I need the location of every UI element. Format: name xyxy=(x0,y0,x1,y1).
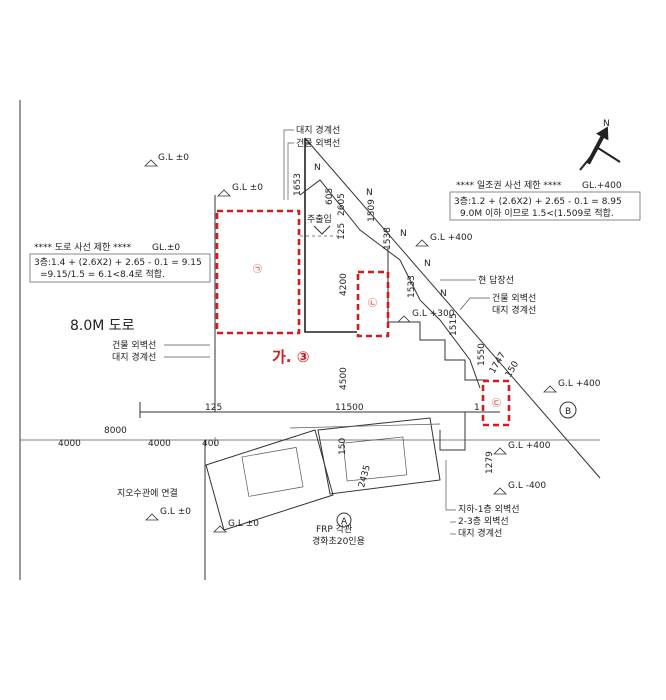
dim-150b: 150 xyxy=(338,438,348,455)
zone-b-box xyxy=(356,270,390,338)
point-b-circle xyxy=(559,401,577,419)
gl-right-400-mid: G.L +400 xyxy=(558,379,601,389)
n-marker-5: N xyxy=(440,289,447,299)
dim-4000b: 4000 xyxy=(148,439,171,449)
zone-a-box xyxy=(215,209,301,335)
point-a-label: A xyxy=(341,517,348,527)
dim-1653: 1653 xyxy=(293,173,303,196)
sunlight-line1: 3층:1.2 + (2.6X2) + 2.65 - 0.1 = 8.95 xyxy=(454,196,622,207)
gl-right-400-low: G.L +400 xyxy=(508,441,551,451)
road-restriction-title: **** 도로 사선 제한 **** xyxy=(34,242,132,253)
dim-1538: 1538 xyxy=(383,227,393,250)
road-label: 8.0M 도로 xyxy=(70,318,135,334)
dim-1: 1 xyxy=(474,403,480,413)
dim-125a: 125 xyxy=(337,223,347,240)
zone-c-box xyxy=(481,379,511,427)
callout-penthouse: 현 답장선 xyxy=(478,274,514,286)
zone-c-marker: ㉢ xyxy=(492,398,501,409)
n-marker-2: N xyxy=(366,188,373,198)
sunlight-gl: GL.+400 xyxy=(582,181,622,191)
dim-1279: 1279 xyxy=(485,451,495,474)
callout-boundary-left: 대지 경계선 xyxy=(112,351,156,363)
dim-8000: 8000 xyxy=(104,426,127,436)
sunlight-box xyxy=(449,191,641,221)
callout-wall-top: 건물 외벽선 xyxy=(296,137,340,149)
dim-2435: 2435 xyxy=(357,464,373,489)
gl-bottom-mid: G.L ±0 xyxy=(228,519,259,529)
gl-right-300: G.L +300 xyxy=(412,309,455,319)
dim-4500: 4500 xyxy=(339,367,349,390)
point-a-circle xyxy=(336,512,352,528)
entrance-chevron-icon xyxy=(313,225,331,235)
north-label: N xyxy=(603,119,610,129)
gl-upper-left: G.L ±0 xyxy=(232,183,263,193)
dim-1509: 1509 xyxy=(367,199,377,222)
dim-1515: 1515 xyxy=(449,313,459,336)
callout-frp2: 경화초20인용 xyxy=(312,535,365,547)
dim-605: 605 xyxy=(325,188,335,205)
leader-lines xyxy=(164,129,490,535)
gl-markers: G.L ±0 G.L ±0 G.L +400 G.L +300 G.L +400… xyxy=(144,153,601,533)
road-restriction-box xyxy=(29,253,211,283)
point-b-label: B xyxy=(565,407,571,417)
gl-bottom-left: G.L ±0 xyxy=(160,507,191,517)
callout-frp: FRP 각관 xyxy=(316,523,352,535)
main-marker: 가. ③ xyxy=(272,348,309,366)
road-restriction-line2: =9.15/1.5 = 6.1<8.4로 적합. xyxy=(40,268,165,280)
dim-4200: 4200 xyxy=(339,273,349,296)
north-arrow-icon xyxy=(579,126,621,171)
callout-wall-right: 건물 외벽선 xyxy=(492,292,536,304)
callout-floors-wall: 2-3층 외벽선 xyxy=(458,515,509,527)
dim-1533: 1533 xyxy=(407,275,417,298)
callout-site-boundary: 대지 경계선 xyxy=(458,527,502,539)
sunlight-line2: 9.0M 이하 이므로 1.5<(1.509로 적합. xyxy=(460,207,614,219)
dim-400: 400 xyxy=(202,439,219,449)
zone-b-marker: ㉡ xyxy=(368,298,377,309)
road-restriction-gl: GL.±0 xyxy=(152,243,180,253)
zone-a-marker: ㉠ xyxy=(253,264,262,275)
dim-150: 150 xyxy=(504,359,521,379)
dim-4000a: 4000 xyxy=(58,439,81,449)
dim-125b: 125 xyxy=(205,403,222,413)
site-outline xyxy=(20,137,601,479)
dim-1550: 1550 xyxy=(477,343,487,366)
gl-right-400-top: G.L +400 xyxy=(430,233,473,243)
callout-sewer: 지오수관에 연결 xyxy=(117,488,178,499)
dim-11500: 11500 xyxy=(335,403,364,413)
callout-entrance: 주출입 xyxy=(307,213,332,225)
sunlight-title: **** 일조권 사선 제한 **** xyxy=(456,179,562,191)
gl-top-left: G.L ±0 xyxy=(158,153,189,163)
parking-cars xyxy=(205,417,441,531)
callout-boundary-right: 대지 경계선 xyxy=(492,304,536,316)
callout-wall-left: 건물 외벽선 xyxy=(112,339,156,351)
callout-boundary-top: 대지 경계선 xyxy=(296,124,340,136)
road-restriction-line1: 3층:1.4 + (2.6X2) + 2.65 - 0.1 = 9.15 xyxy=(34,257,202,268)
n-marker-1: N xyxy=(314,163,321,173)
n-marker-4: N xyxy=(424,259,431,269)
dim-2605: 2605 xyxy=(337,193,347,216)
n-marker-3: N xyxy=(400,229,407,239)
callout-basement-wall: 지하-1층 외벽선 xyxy=(458,503,520,515)
gl-right-minus-400: G.L -400 xyxy=(508,481,546,491)
